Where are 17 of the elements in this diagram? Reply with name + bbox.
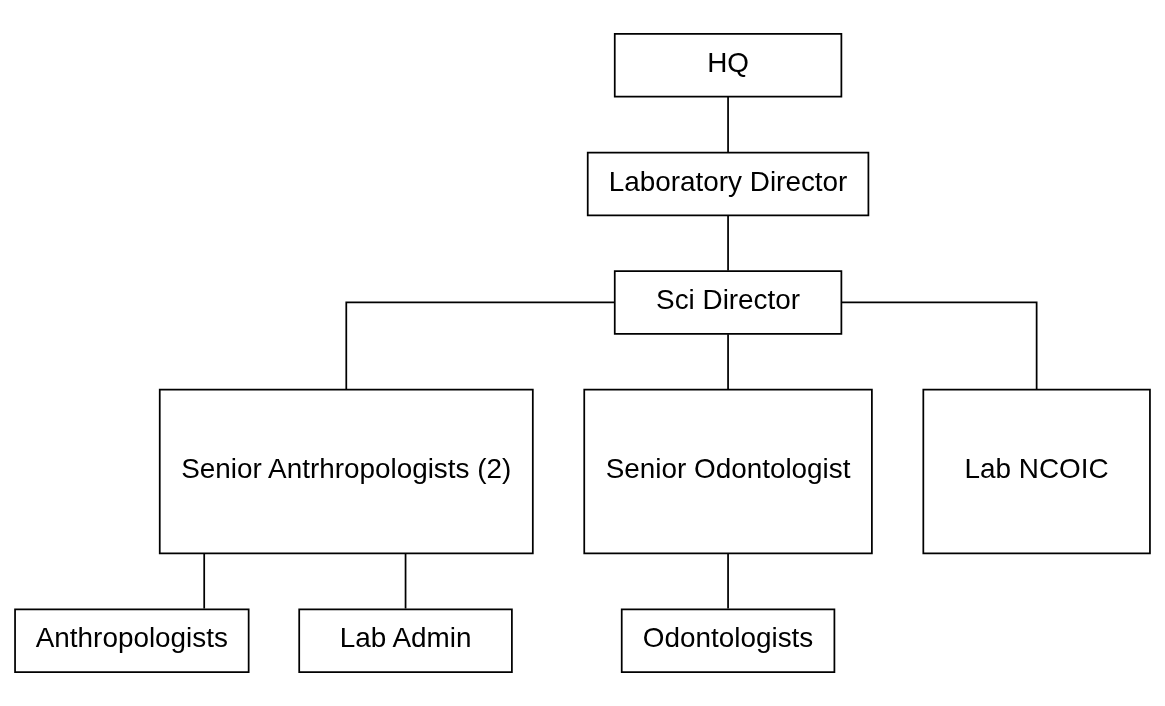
node-box: Laboratory Director [586, 151, 870, 217]
node-box: Senior Antrhropologists (2) [158, 388, 534, 555]
connector [840, 301, 1038, 391]
node-box: Lab Admin [298, 608, 513, 673]
node-box: HQ [613, 33, 843, 98]
node-box: Senior Odontologist [583, 388, 873, 555]
node-box: Lab NCOIC [922, 388, 1151, 555]
connector [404, 552, 407, 610]
connector [345, 301, 616, 391]
connector [727, 552, 729, 610]
node-box: Anthropologists [14, 608, 250, 673]
connector [727, 333, 729, 391]
connector [727, 96, 729, 153]
connector [727, 214, 729, 272]
node-box: Sci Director [613, 270, 843, 335]
node-box: Odontologists [620, 608, 836, 673]
connector [203, 552, 206, 610]
